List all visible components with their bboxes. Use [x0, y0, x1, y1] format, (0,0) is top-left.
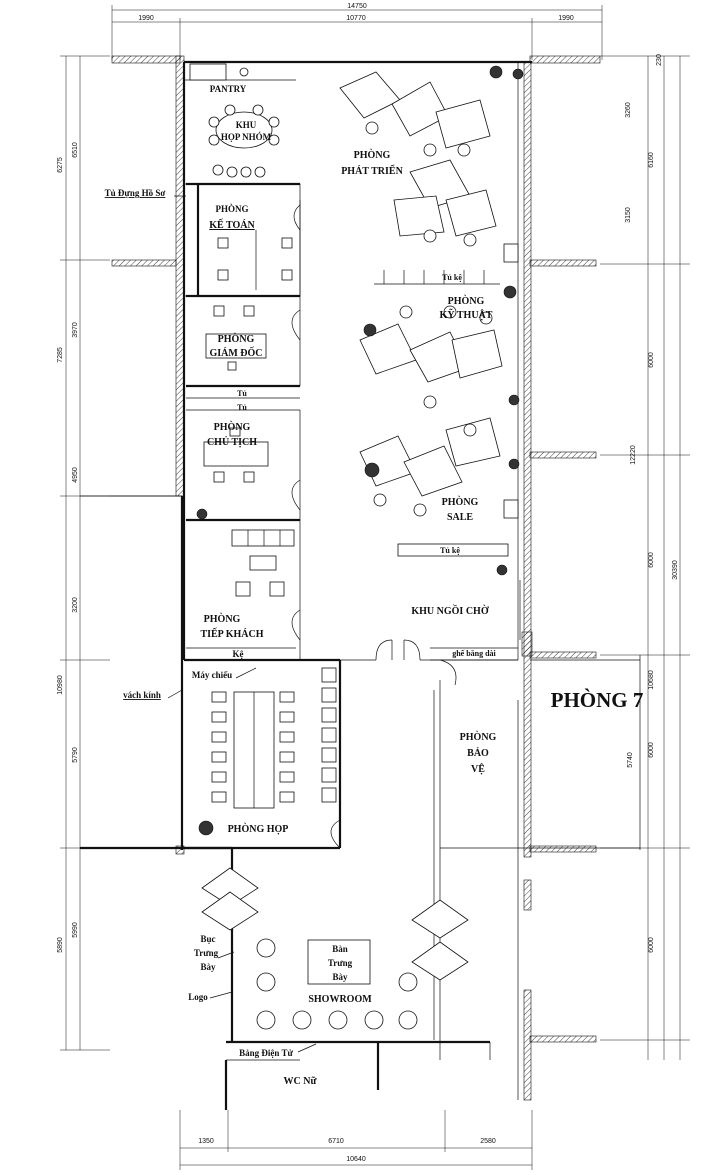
- svg-text:HỌP NHÓM: HỌP NHÓM: [221, 132, 272, 142]
- svg-text:6000: 6000: [648, 937, 655, 953]
- svg-text:BẢO: BẢO: [467, 747, 489, 759]
- svg-text:7285: 7285: [57, 347, 64, 363]
- svg-text:SALE: SALE: [447, 512, 473, 523]
- svg-text:PHÒNG: PHÒNG: [216, 204, 249, 214]
- room-labels: PANTRY KHU HỌP NHÓM PHÒNG PHÁT TRIỂN Tủ …: [105, 84, 644, 1087]
- room-partitions: [183, 63, 521, 1061]
- svg-text:SHOWROOM: SHOWROOM: [308, 994, 372, 1005]
- svg-text:6510: 6510: [72, 142, 79, 158]
- svg-text:5990: 5990: [72, 922, 79, 938]
- svg-text:3200: 3200: [72, 597, 79, 613]
- svg-text:GIÁM ĐỐC: GIÁM ĐỐC: [209, 346, 262, 359]
- svg-text:10980: 10980: [57, 675, 64, 695]
- svg-text:PHÒNG: PHÒNG: [442, 496, 479, 508]
- svg-text:12220: 12220: [630, 445, 637, 465]
- svg-text:1350: 1350: [198, 1138, 214, 1145]
- outer-walls: [80, 55, 641, 1110]
- svg-text:Tủ kệ: Tủ kệ: [442, 273, 462, 282]
- svg-text:4950: 4950: [72, 467, 79, 483]
- svg-text:6710: 6710: [328, 1138, 344, 1145]
- svg-text:KẾ TOÁN: KẾ TOÁN: [209, 218, 255, 231]
- svg-text:PHÒNG: PHÒNG: [354, 149, 391, 161]
- svg-text:Bàn: Bàn: [332, 944, 348, 954]
- svg-text:KHU: KHU: [236, 120, 257, 130]
- furniture: [196, 65, 533, 1030]
- label-phong-7: PHÒNG 7: [551, 688, 644, 712]
- svg-text:10770: 10770: [346, 15, 366, 22]
- svg-text:3150: 3150: [625, 207, 632, 223]
- svg-text:PHÁT TRIỂN: PHÁT TRIỂN: [341, 164, 403, 177]
- svg-text:Tủ Đựng Hồ Sơ: Tủ Đựng Hồ Sơ: [105, 188, 166, 198]
- svg-text:PHÒNG HỌP: PHÒNG HỌP: [228, 823, 289, 835]
- svg-text:PHÒNG: PHÒNG: [448, 295, 485, 307]
- dimension-text: 14750 1990 10770 1990 1350 6710 2580 106…: [57, 3, 679, 1163]
- svg-text:14750: 14750: [347, 3, 367, 10]
- svg-text:Tủ: Tủ: [237, 403, 247, 412]
- svg-text:1990: 1990: [138, 15, 154, 22]
- svg-text:30390: 30390: [672, 560, 679, 580]
- svg-text:3260: 3260: [625, 102, 632, 118]
- svg-text:6160: 6160: [648, 152, 655, 168]
- svg-text:10640: 10640: [346, 1156, 366, 1163]
- svg-text:Bày: Bày: [332, 972, 348, 982]
- svg-text:WC Nữ: WC Nữ: [284, 1076, 318, 1087]
- svg-text:CHỦ TỊCH: CHỦ TỊCH: [207, 436, 257, 448]
- svg-text:PHÒNG: PHÒNG: [218, 333, 255, 345]
- svg-text:6275: 6275: [57, 157, 64, 173]
- svg-text:KHU NGỒI CHỜ: KHU NGỒI CHỜ: [411, 604, 488, 617]
- svg-text:PHÒNG: PHÒNG: [460, 731, 497, 743]
- svg-text:TIẾP KHÁCH: TIẾP KHÁCH: [200, 627, 263, 640]
- label-pantry: PANTRY: [210, 84, 247, 94]
- svg-text:Kệ: Kệ: [233, 649, 244, 659]
- svg-text:Tủ kệ: Tủ kệ: [440, 546, 460, 555]
- svg-text:10680: 10680: [648, 670, 655, 690]
- svg-text:Trưng: Trưng: [328, 958, 353, 968]
- svg-text:6000: 6000: [648, 352, 655, 368]
- svg-text:5740: 5740: [627, 752, 634, 768]
- svg-text:1990: 1990: [558, 15, 574, 22]
- svg-text:Bục: Bục: [200, 934, 215, 944]
- svg-text:Logo: Logo: [188, 992, 208, 1002]
- svg-text:Máy chiếu: Máy chiếu: [192, 670, 232, 680]
- svg-text:230: 230: [656, 54, 663, 66]
- svg-text:PHÒNG: PHÒNG: [214, 421, 251, 433]
- svg-text:6000: 6000: [648, 742, 655, 758]
- svg-text:Trưng: Trưng: [194, 948, 219, 958]
- svg-text:5890: 5890: [57, 937, 64, 953]
- dimension-lines: [60, 5, 690, 1170]
- svg-text:KỸ THUẬT: KỸ THUẬT: [440, 308, 493, 321]
- svg-text:Bảng Điện Tử: Bảng Điện Tử: [239, 1048, 293, 1058]
- svg-text:Bày: Bày: [200, 962, 216, 972]
- svg-text:2580: 2580: [480, 1138, 496, 1145]
- leader-lines: [167, 195, 317, 1053]
- svg-text:VỆ: VỆ: [471, 762, 485, 775]
- svg-text:vách kính: vách kính: [123, 690, 161, 700]
- svg-text:PHÒNG: PHÒNG: [204, 613, 241, 625]
- svg-text:ghế băng dài: ghế băng dài: [452, 649, 496, 658]
- svg-text:3970: 3970: [72, 322, 79, 338]
- svg-text:5790: 5790: [72, 747, 79, 763]
- svg-text:6000: 6000: [648, 552, 655, 568]
- svg-text:Tủ: Tủ: [237, 389, 247, 398]
